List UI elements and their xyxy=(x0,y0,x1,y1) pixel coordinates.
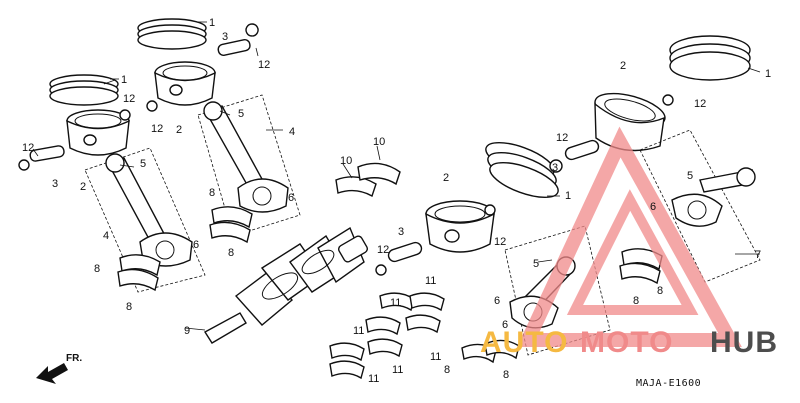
bearing-shells-lower-right xyxy=(461,339,520,364)
callout-c17: 4 xyxy=(103,230,109,242)
callout-c3: 12 xyxy=(258,59,270,71)
piston-ring-set-top-left xyxy=(137,18,207,50)
callout-c25: 12 xyxy=(377,244,389,256)
watermark-word-auto: AUTO xyxy=(480,326,568,359)
piston-right xyxy=(594,92,674,152)
callout-c41: 11 xyxy=(353,325,364,337)
callout-c34: 6 xyxy=(650,201,656,213)
callout-c7: 2 xyxy=(176,124,182,136)
callout-c32: 12 xyxy=(694,98,706,110)
callout-c16: 8 xyxy=(228,247,234,259)
crankshaft xyxy=(204,226,368,344)
callout-c14: 6 xyxy=(288,192,294,204)
callout-c42: 11 xyxy=(430,351,441,363)
callout-c40: 11 xyxy=(390,297,401,309)
piston-center xyxy=(425,200,495,253)
callout-c23: 2 xyxy=(443,172,449,184)
bearing-shells-center xyxy=(329,292,445,380)
callout-c35: 7 xyxy=(755,249,761,261)
callout-c31: 1 xyxy=(765,68,771,80)
callout-c13: 2 xyxy=(80,181,86,193)
callout-c11: 5 xyxy=(140,158,146,170)
callout-c6: 12 xyxy=(151,123,163,135)
callout-c15: 8 xyxy=(209,187,215,199)
watermark-word-hub: HUB xyxy=(710,326,778,359)
callout-c8: 5 xyxy=(238,108,244,120)
callout-c46: 6 xyxy=(494,295,500,307)
bearing-shell-left-a xyxy=(117,254,161,292)
bearing-shells-right xyxy=(619,248,663,285)
callout-c21: 10 xyxy=(373,136,385,148)
connecting-rod-right xyxy=(639,129,761,283)
thrust-washer-pair xyxy=(335,162,401,198)
callout-c39: 11 xyxy=(425,275,436,287)
callout-c48: 8 xyxy=(444,364,450,376)
callout-c29: 1 xyxy=(565,190,571,202)
callout-c33: 5 xyxy=(687,170,693,182)
callout-c12: 3 xyxy=(52,178,58,190)
piston-ring-set-center xyxy=(485,141,559,199)
direction-label: FR. xyxy=(66,353,82,364)
leader-lines xyxy=(32,79,760,331)
callout-c19: 8 xyxy=(94,263,100,275)
callout-c30: 2 xyxy=(620,60,626,72)
callout-c10: 12 xyxy=(22,142,34,154)
diagram-code: MAJA-E1600 xyxy=(636,378,701,389)
piston-pin-right xyxy=(549,139,600,173)
callout-c49: 8 xyxy=(503,369,509,381)
callout-c22: 10 xyxy=(340,155,352,167)
callout-c27: 12 xyxy=(556,132,568,144)
callout-c2: 3 xyxy=(222,31,228,43)
callout-c5: 12 xyxy=(123,93,135,105)
connecting-rod-upper-left xyxy=(197,94,301,237)
callout-c24: 3 xyxy=(398,226,404,238)
callout-c18: 6 xyxy=(193,239,199,251)
watermark-triangle-icon xyxy=(517,126,742,347)
callout-c9: 4 xyxy=(289,126,295,138)
piston-pin-top xyxy=(217,23,259,57)
callout-c45: 9 xyxy=(184,325,190,337)
bearing-shell-left-b xyxy=(209,206,253,244)
watermark-logo: AUTO MOTO HUB xyxy=(480,126,778,359)
callout-c4: 1 xyxy=(121,74,127,86)
callout-c28: 3 xyxy=(552,162,558,174)
piston-mid xyxy=(66,109,130,156)
callout-c47: 6 xyxy=(502,319,508,331)
piston-pin-center xyxy=(375,204,496,276)
callout-c38: 8 xyxy=(657,285,663,297)
piston-ring-set-right xyxy=(669,35,761,81)
callout-c37: 8 xyxy=(633,295,639,307)
piston-top xyxy=(154,61,216,106)
front-direction-indicator: FR. xyxy=(36,353,82,384)
callout-c36: 5 xyxy=(533,258,539,270)
watermark-word-moto: MOTO xyxy=(580,326,673,359)
piston-pin-left xyxy=(18,100,158,171)
callout-c43: 11 xyxy=(392,364,403,376)
callout-c1: 1 xyxy=(209,17,215,29)
arrow-left-icon xyxy=(36,363,68,384)
callout-c26: 12 xyxy=(494,236,506,248)
callout-c20: 8 xyxy=(126,301,132,313)
callout-c44: 11 xyxy=(368,373,379,385)
piston-ring-set-mid-left xyxy=(49,74,119,106)
